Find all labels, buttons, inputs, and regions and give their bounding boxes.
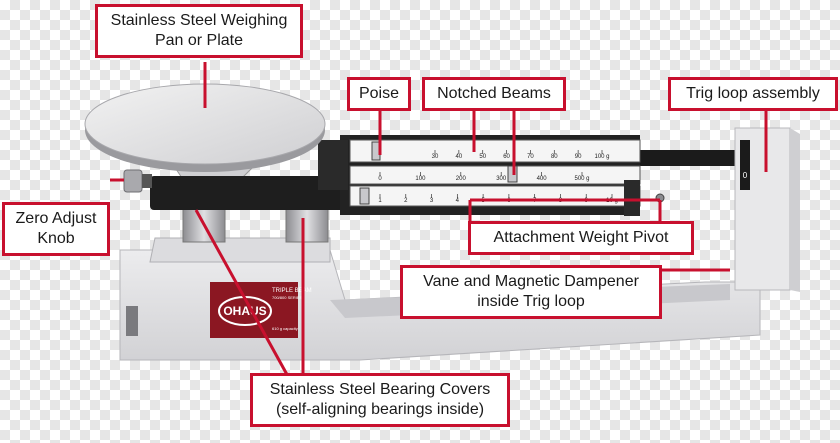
notched-beams [349, 139, 641, 207]
label-trig-loop-text: Trig loop assembly [686, 85, 820, 102]
plate-model-line1: TRIPLE BEAM [272, 288, 312, 294]
bottom-scale-label: 2 [404, 198, 408, 204]
top-scale-label: 50 [479, 154, 486, 160]
top-beam-scale: 30 40 50 60 70 80 90 100 g [432, 150, 610, 160]
label-trig-loop: Trig loop assembly [668, 77, 838, 111]
leader-lines [110, 62, 768, 381]
middle-scale-label: 500 g [574, 176, 589, 182]
label-bearing-covers-line2: (self-aligning bearings inside) [275, 401, 485, 418]
zero-adjust-knob [123, 169, 152, 193]
label-weighing-pan-line2: Pan or Plate [154, 32, 244, 49]
label-notched-beams-text: Notched Beams [437, 85, 551, 102]
label-attachment-weight-pivot-text: Attachment Weight Pivot [493, 229, 669, 246]
label-zero-adjust-line1: Zero Adjust [15, 210, 97, 227]
middle-scale-label: 100 [415, 176, 426, 182]
label-poise-text: Poise [358, 85, 400, 102]
label-vane-line2: inside Trig loop [477, 293, 585, 310]
bottom-scale-label: 1 [378, 198, 382, 204]
top-scale-label: 30 [432, 154, 439, 160]
beam-end-post [624, 180, 640, 216]
middle-scale-label: 400 [537, 176, 548, 182]
trig-zero-mark: 0 [743, 171, 748, 180]
ohaus-brand: OHAUS [223, 304, 266, 318]
bottom-scale-label: 4 [456, 198, 460, 204]
label-weighing-pan-line1: Stainless Steel Weighing [110, 12, 288, 29]
middle-scale-label: 300 [496, 176, 507, 182]
middle-beam-scale: 0 100 200 300 400 500 g [378, 172, 590, 182]
middle-scale-label: 0 [378, 176, 382, 182]
trig-loop-assembly: 0 [734, 127, 800, 292]
label-bearing-covers-line1: Stainless Steel Bearing Covers [269, 381, 491, 398]
label-attachment-weight-pivot: Attachment Weight Pivot [468, 221, 694, 255]
bottom-scale-label: 3 [430, 198, 434, 204]
top-scale-label: 90 [575, 154, 582, 160]
label-notched-beams: Notched Beams [422, 77, 566, 111]
label-vane-dampener: Vane and Magnetic Dampener inside Trig l… [400, 265, 662, 319]
plate-model-line2: 700/800 SERIES [272, 295, 303, 300]
label-zero-adjust-line2: Knob [37, 230, 75, 247]
top-scale-label: 40 [456, 154, 463, 160]
label-zero-adjust-knob: Zero Adjust Knob [2, 202, 110, 256]
top-scale-label: 80 [551, 154, 558, 160]
label-bearing-covers: Stainless Steel Bearing Covers (self-ali… [250, 373, 510, 427]
ohaus-nameplate: OHAUS TRIPLE BEAM 700/800 SERIES 610 g c… [210, 282, 312, 338]
label-vane-line1: Vane and Magnetic Dampener [423, 273, 639, 290]
top-scale-label: 100 g [594, 154, 609, 160]
top-scale-label: 70 [527, 154, 534, 160]
label-weighing-pan: Stainless Steel Weighing Pan or Plate [95, 4, 303, 58]
top-scale-label: 60 [503, 154, 510, 160]
middle-scale-label: 200 [456, 176, 467, 182]
weighing-pan [84, 83, 326, 172]
plate-capacity: 610 g capacity [272, 326, 298, 331]
label-poise: Poise [347, 77, 411, 111]
